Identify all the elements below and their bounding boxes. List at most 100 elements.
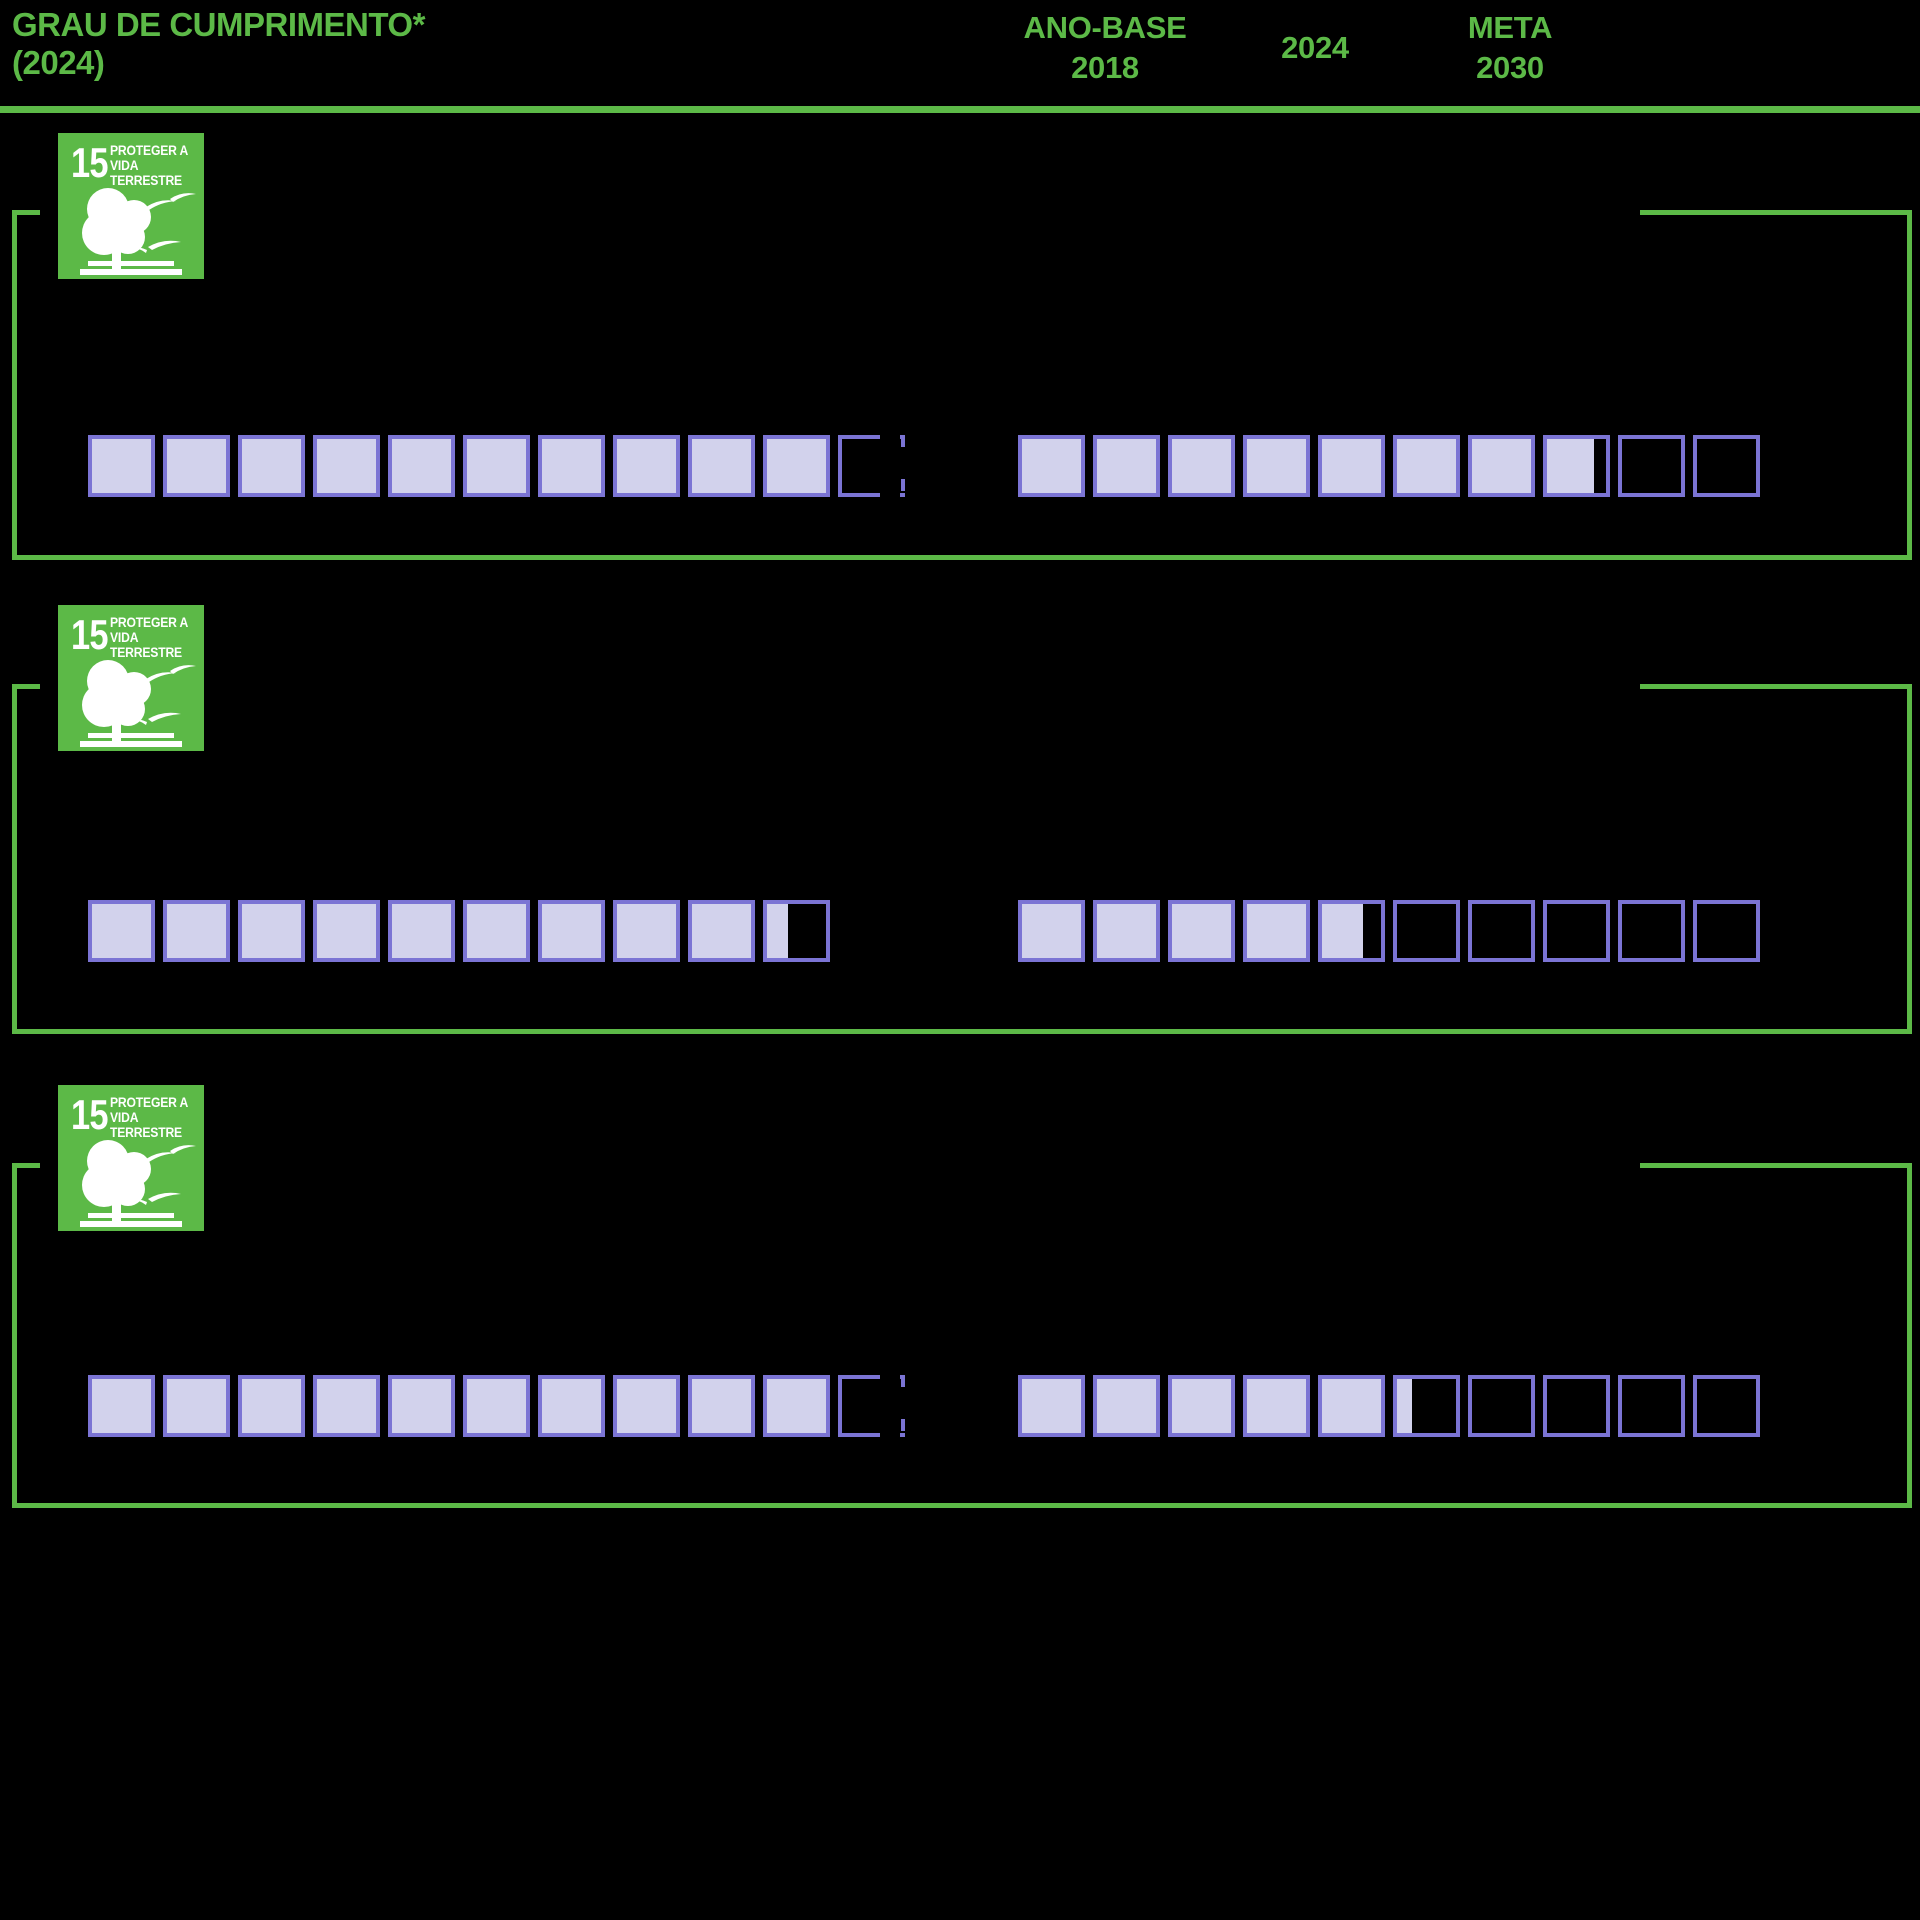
- progress-cell-filled: [538, 1375, 605, 1437]
- sdg-artwork: [58, 185, 204, 279]
- progress-cell-filled: [313, 1375, 380, 1437]
- progress-cell-filled: [88, 900, 155, 962]
- progress-cell-empty: [1693, 900, 1760, 962]
- progress-cell-filled: [613, 900, 680, 962]
- progress-cell-fill: [692, 904, 751, 958]
- progress-cell-fill: [92, 439, 151, 493]
- progress-cell-filled: [463, 1375, 530, 1437]
- sdg-number: 15: [71, 139, 108, 186]
- progress-cell-filled: [313, 435, 380, 497]
- bar-group-ano-base: [88, 900, 838, 962]
- progress-cell-empty: [1693, 435, 1760, 497]
- progress-cell-fill: [467, 439, 526, 493]
- bar-group-meta: [1018, 900, 1768, 962]
- progress-cell-filled: [1018, 900, 1085, 962]
- progress-cell-filled: [1243, 435, 1310, 497]
- progress-cell-filled: [688, 1375, 755, 1437]
- progress-cell-fill: [767, 1379, 826, 1433]
- progress-cell-fill: [1172, 904, 1231, 958]
- tree-and-birds-art: [80, 188, 196, 275]
- progress-cell-empty: [1393, 900, 1460, 962]
- progress-cell-fill: [1247, 904, 1306, 958]
- page-title: GRAU DE CUMPRIMENTO* (2024): [12, 6, 425, 81]
- bar-group-meta: [1018, 435, 1768, 497]
- progress-cell-fill: [167, 904, 226, 958]
- progress-cell-fill: [242, 904, 301, 958]
- progress-cell-filled: [88, 435, 155, 497]
- progress-cell-filled: [163, 1375, 230, 1437]
- progress-cell-fill: [1097, 1379, 1156, 1433]
- progress-cell-filled: [1168, 900, 1235, 962]
- progress-cell-filled: [763, 1375, 830, 1437]
- progress-cell-filled: [538, 435, 605, 497]
- progress-cell-filled: [313, 900, 380, 962]
- progress-cell-empty: [1543, 900, 1610, 962]
- column-header-meta-2030: META 2030: [1467, 10, 1553, 85]
- progress-cell-fill: [1322, 439, 1381, 493]
- sdg-artwork: [58, 1137, 204, 1231]
- progress-cell-fill: [1022, 439, 1081, 493]
- progress-cell-fill: [1172, 1379, 1231, 1433]
- progress-cell-fill: [92, 1379, 151, 1433]
- progress-cell-fill: [317, 1379, 376, 1433]
- progress-cell-dashed: [838, 1375, 905, 1437]
- progress-cell-filled: [538, 900, 605, 962]
- progress-cell-filled: [388, 1375, 455, 1437]
- progress-cell-fill: [542, 439, 601, 493]
- progress-cell-fill: [1022, 904, 1081, 958]
- bar-group-ano-base: [88, 1375, 913, 1437]
- progress-cell-fill: [1322, 904, 1364, 958]
- progress-cell-fill: [692, 1379, 751, 1433]
- progress-cell-filled: [463, 435, 530, 497]
- progress-cell-filled: [163, 435, 230, 497]
- page-header: GRAU DE CUMPRIMENTO* (2024) ANO-BASE 201…: [0, 0, 1920, 113]
- progress-cell-fill: [767, 904, 788, 958]
- progress-cell-filled: [388, 900, 455, 962]
- tree-and-birds-art: [80, 1140, 196, 1227]
- progress-cell-filled: [1243, 1375, 1310, 1437]
- progress-cell-empty: [1618, 900, 1685, 962]
- progress-cell-fill: [1322, 1379, 1381, 1433]
- frame-notch-top: [180, 678, 1640, 692]
- progress-cell-filled: [1093, 435, 1160, 497]
- progress-cell-filled: [613, 435, 680, 497]
- progress-cell-fill: [1247, 1379, 1306, 1433]
- progress-cell-filled: [1468, 435, 1535, 497]
- progress-cell-filled: [163, 900, 230, 962]
- progress-cell-filled: [763, 435, 830, 497]
- progress-cell-fill: [392, 439, 451, 493]
- frame-notch-top: [180, 1157, 1640, 1171]
- progress-cell-fill: [1247, 439, 1306, 493]
- progress-cell-fill: [167, 439, 226, 493]
- progress-cell-fill: [392, 1379, 451, 1433]
- progress-cell-filled: [88, 1375, 155, 1437]
- progress-cell-fill: [1022, 1379, 1081, 1433]
- progress-cell-filled: [238, 1375, 305, 1437]
- sdg-number: 15: [71, 611, 108, 658]
- progress-cell-fill: [167, 1379, 226, 1433]
- progress-cell-empty: [1618, 435, 1685, 497]
- progress-cell-fill: [692, 439, 751, 493]
- bar-group-ano-base: [88, 435, 913, 497]
- progress-cell-filled: [1168, 435, 1235, 497]
- progress-cell-dashed: [838, 435, 905, 497]
- progress-cell-fill: [617, 1379, 676, 1433]
- progress-cell-fill: [242, 439, 301, 493]
- progress-cell-empty: [1693, 1375, 1760, 1437]
- progress-cell-partial: [1393, 1375, 1460, 1437]
- progress-cell-empty: [1618, 1375, 1685, 1437]
- progress-cell-fill: [767, 439, 826, 493]
- progress-cell-fill: [542, 904, 601, 958]
- progress-cell-fill: [617, 904, 676, 958]
- progress-cell-filled: [688, 435, 755, 497]
- progress-cell-fill: [1097, 904, 1156, 958]
- progress-cell-filled: [388, 435, 455, 497]
- progress-cell-fill: [242, 1379, 301, 1433]
- progress-cell-fill: [1397, 439, 1456, 493]
- progress-cell-fill: [92, 904, 151, 958]
- progress-cell-filled: [1093, 900, 1160, 962]
- column-header-2024: 2024: [1281, 30, 1349, 65]
- progress-cell-fill: [1097, 439, 1156, 493]
- progress-cell-filled: [238, 435, 305, 497]
